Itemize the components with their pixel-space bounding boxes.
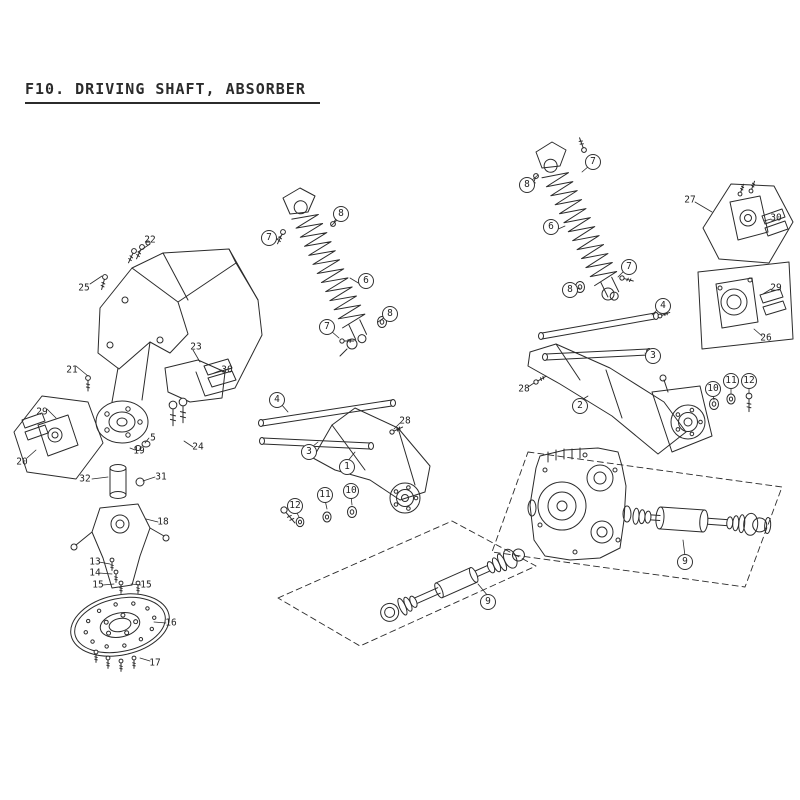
shock-absorber-right: [528, 136, 635, 306]
callout-12: 12: [287, 498, 303, 514]
callout-8: 8: [519, 177, 535, 193]
callout-9: 9: [480, 594, 496, 610]
front-shaft-outline: [278, 521, 536, 646]
frame-bracket: [98, 249, 262, 402]
caliper-box-27-30: [703, 180, 793, 263]
callout-30: 30: [221, 364, 233, 376]
callout-18: 18: [157, 516, 169, 528]
callout-22: 22: [144, 234, 156, 246]
callout-7: 7: [261, 230, 277, 246]
callout-29: 29: [770, 282, 782, 294]
callout-32: 32: [79, 473, 91, 485]
callout-11: 11: [723, 373, 739, 389]
lower-arm-1-middle: [313, 408, 430, 500]
callout-16: 16: [165, 617, 177, 629]
callout-30: 30: [770, 212, 782, 224]
callout-28: 28: [518, 383, 530, 395]
callout-7: 7: [319, 319, 335, 335]
callout-28: 28: [399, 415, 411, 427]
shock-absorber-middle: [274, 188, 387, 356]
callout-5: 5: [150, 432, 156, 444]
knuckle-hub-right: [652, 375, 712, 452]
rear-shaft-outline: [492, 452, 782, 587]
drive-shaft-front-9: [377, 543, 528, 625]
callout-2: 2: [572, 398, 588, 414]
tie-rod-3-right: [543, 349, 652, 361]
bracket-bolts-22-25: [98, 241, 150, 291]
callout-27: 27: [684, 194, 696, 206]
gearbox-differential: [528, 448, 631, 560]
callout-31: 31: [155, 471, 167, 483]
callout-6: 6: [543, 219, 559, 235]
callout-11: 11: [317, 487, 333, 503]
callout-15: 15: [92, 579, 104, 591]
callout-23: 23: [190, 341, 202, 353]
callout-21: 21: [66, 364, 78, 376]
swing-arm-2-right: [528, 344, 686, 454]
callout-26: 26: [760, 332, 772, 344]
callout-7: 7: [585, 154, 601, 170]
brake-caliper-left-box: [14, 396, 103, 479]
page-title: F10. DRIVING SHAFT, ABSORBER: [25, 80, 320, 104]
steering-knuckle-left: [71, 504, 169, 594]
callout-13: 13: [89, 556, 101, 568]
hub-shaft-32-31: [110, 465, 144, 499]
callout-20: 20: [16, 456, 28, 468]
callout-10: 10: [705, 381, 721, 397]
callout-8: 8: [382, 306, 398, 322]
callout-8: 8: [562, 282, 578, 298]
callout-17: 17: [149, 657, 161, 669]
callout-3: 3: [301, 444, 317, 460]
caliper-box-26-29: [698, 262, 793, 349]
callout-4: 4: [269, 392, 285, 408]
callout-24: 24: [192, 441, 204, 453]
callout-29: 29: [36, 406, 48, 418]
wheel-hub-left: [85, 375, 150, 451]
callout-25: 25: [78, 282, 90, 294]
callout-10: 10: [343, 483, 359, 499]
callout-12: 12: [741, 373, 757, 389]
callout-6: 6: [358, 273, 374, 289]
callout-8: 8: [333, 206, 349, 222]
hub-middle: [390, 483, 420, 513]
callout-9: 9: [677, 554, 693, 570]
callout-1: 1: [339, 459, 355, 475]
tie-rod-3-middle: [260, 438, 374, 450]
caliper-bracket-plate-23: [165, 359, 236, 427]
brake-disc: [65, 585, 175, 664]
callout-15: 15: [140, 579, 152, 591]
callout-4: 4: [655, 298, 671, 314]
callout-14: 14: [89, 567, 101, 579]
callout-7: 7: [621, 259, 637, 275]
tie-rod-4-right: [539, 310, 671, 340]
callout-19: 19: [133, 445, 145, 457]
tie-rod-4-middle: [259, 400, 396, 427]
callout-3: 3: [645, 348, 661, 364]
drive-shaft-rear-9: [632, 505, 771, 537]
